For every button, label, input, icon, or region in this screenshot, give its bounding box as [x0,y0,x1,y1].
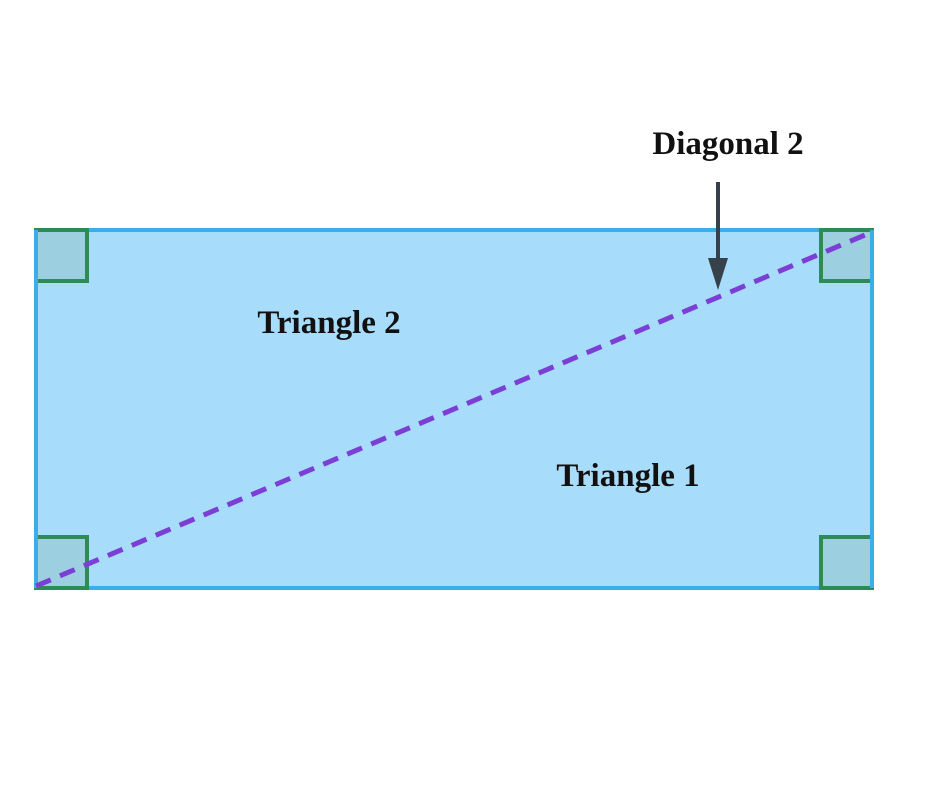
triangle-1-label: Triangle 1 [556,458,699,494]
right-angle-markers [34,228,874,590]
right-angle-top-left [34,228,89,283]
right-angle-bottom-right [819,535,874,590]
diagonal-line [35,229,873,589]
diagonal-label: Diagonal 2 [652,126,803,162]
arrow-head [708,258,728,290]
triangle-2-label: Triangle 2 [257,305,400,341]
